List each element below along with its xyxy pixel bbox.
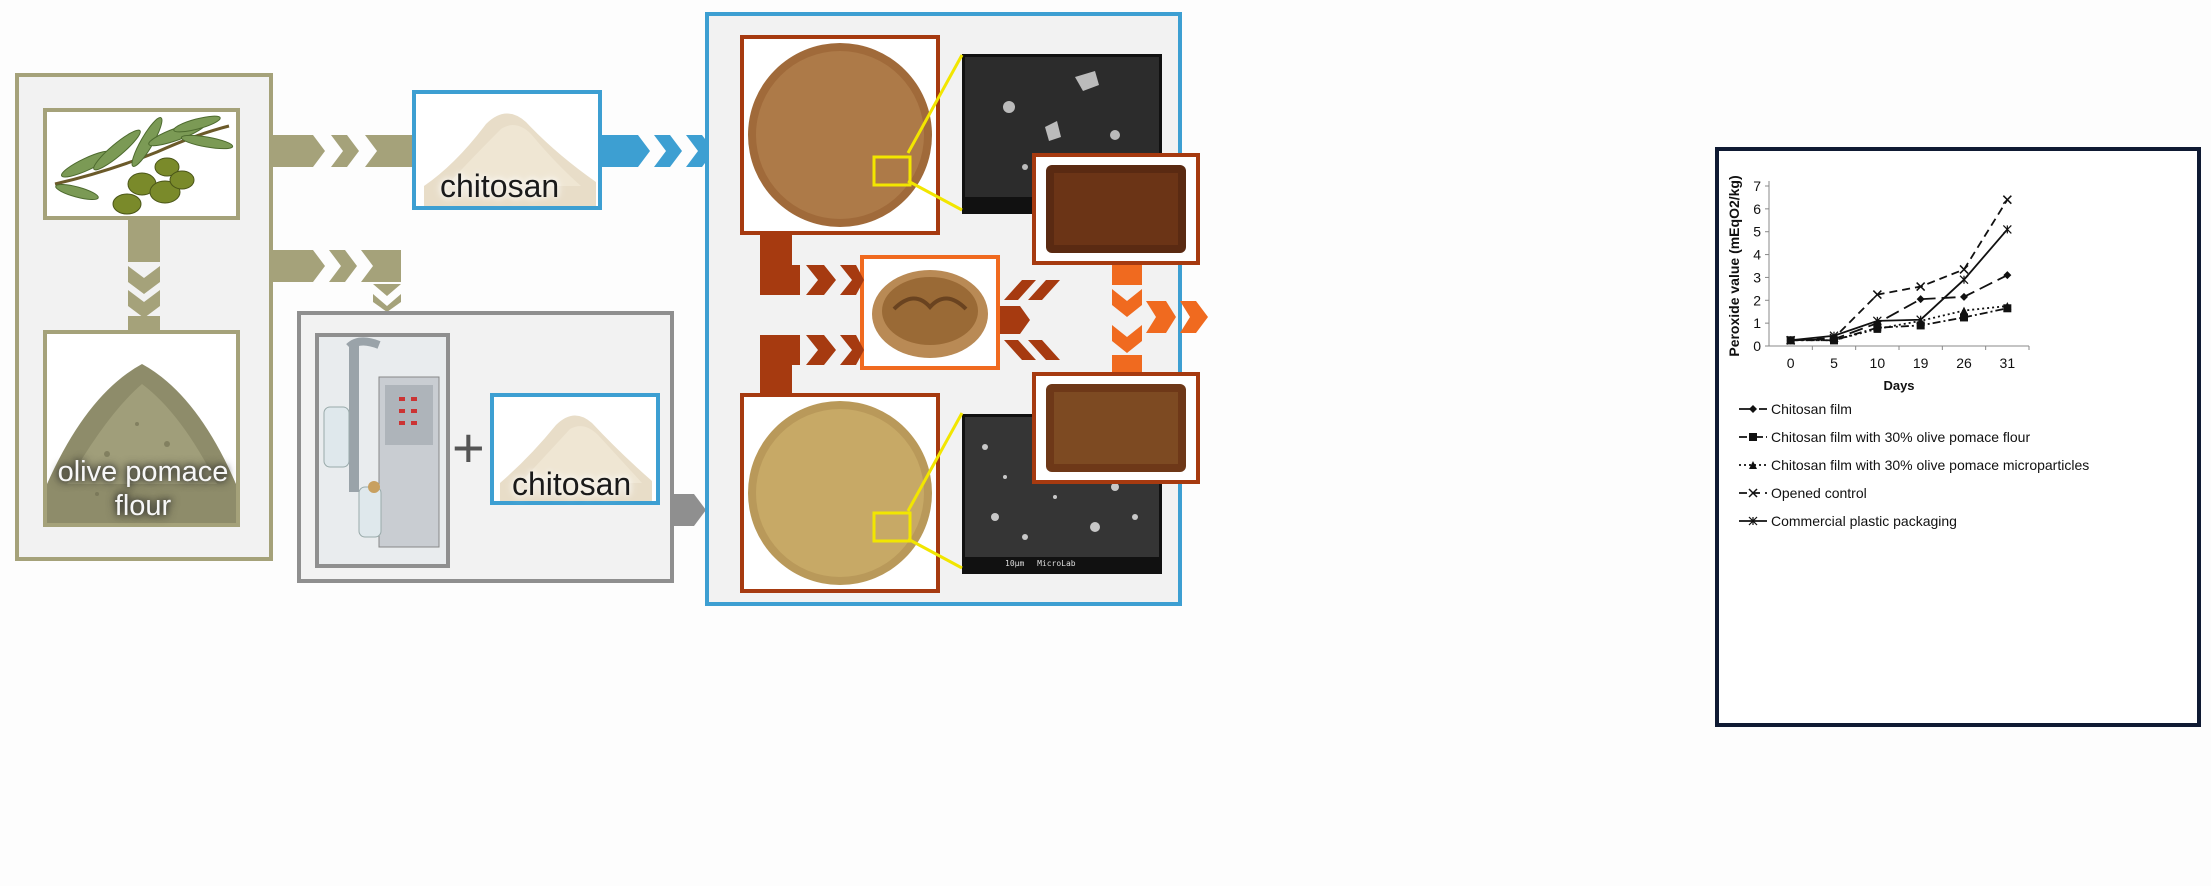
olive-arrow-top <box>273 135 413 167</box>
x-tick-label: 19 <box>1913 355 1929 371</box>
chitosan-label-top: chitosan <box>440 168 560 204</box>
olive-pomace-flour-label: olive pomace flour <box>57 456 229 522</box>
legend-marker-1 <box>1749 405 1757 413</box>
y-tick-label: 4 <box>1753 247 1761 263</box>
series-line-5 <box>1790 228 2009 342</box>
data-point-series-1 <box>1960 292 1968 301</box>
legend-label-3: Chitosan film with 30% olive pomace micr… <box>1771 457 2089 473</box>
series-line-1 <box>1790 274 2008 342</box>
sem-lab-text: MicroLab <box>1037 559 1076 568</box>
olive-arrow-middle <box>273 250 408 312</box>
series-line-3 <box>1790 305 2008 342</box>
data-point-series-1 <box>2003 271 2012 280</box>
chitosan-film-bottom-image <box>740 393 940 593</box>
package-bottom-image <box>1032 372 1200 484</box>
olive-branch-image <box>43 108 240 220</box>
y-tick-label: 0 <box>1753 338 1761 354</box>
legend-marker-2 <box>1749 433 1757 441</box>
data-point-series-3 <box>1960 306 1968 315</box>
x-tick-label: 10 <box>1870 355 1886 371</box>
legend-label-2: Chitosan film with 30% olive pomace flou… <box>1771 429 2030 445</box>
x-tick-label: 5 <box>1830 355 1838 371</box>
chitosan-label-bottom: chitosan <box>512 466 632 502</box>
walnut-image <box>860 255 1000 370</box>
data-point-series-4 <box>1872 290 1882 300</box>
y-tick-label: 1 <box>1753 315 1761 331</box>
x-tick-label: 26 <box>1956 355 1972 371</box>
data-point-series-4 <box>2002 195 2012 205</box>
sem-scale-bar-bottom: 10µm MicroLab <box>965 557 1159 571</box>
brown-connector <box>760 235 864 395</box>
x-tick-label: 0 <box>1787 355 1795 371</box>
data-point-series-2 <box>1916 321 1925 330</box>
y-tick-label: 7 <box>1753 178 1761 194</box>
data-point-series-3 <box>2003 302 2012 310</box>
data-point-series-2 <box>1960 313 1968 322</box>
y-axis-label: Peroxide value (mEqO2/kg) <box>1726 175 1742 356</box>
chitosan-powder-image-top <box>412 90 602 210</box>
series-line-4 <box>1790 199 2009 342</box>
olive-pomace-flour-image <box>43 330 240 527</box>
y-tick-label: 5 <box>1753 224 1761 240</box>
olive-vertical-connector <box>128 220 160 330</box>
legend-marker-4 <box>1748 488 1758 498</box>
legend-marker-3 <box>1749 461 1757 469</box>
chitosan-powder-image-bottom <box>490 393 660 505</box>
plus-sign: + <box>452 416 485 479</box>
data-point-series-3 <box>1830 336 1838 345</box>
brown-split-arrows <box>1000 270 1070 370</box>
zoom-lines-bottom <box>906 412 964 570</box>
zoom-lines-top <box>906 54 964 212</box>
legend-label-5: Commercial plastic packaging <box>1771 513 1957 529</box>
data-point-series-4 <box>1959 264 1969 274</box>
spray-dryer-image <box>315 333 450 568</box>
sem-scale-text: 10µm <box>1005 559 1025 568</box>
orange-arrows <box>1112 265 1212 375</box>
legend-label-1: Chitosan film <box>1771 401 1852 417</box>
x-tick-label: 31 <box>2000 355 2016 371</box>
y-tick-label: 6 <box>1753 201 1761 217</box>
x-axis-label: Days <box>1883 378 1914 393</box>
y-tick-label: 2 <box>1753 292 1761 308</box>
chitosan-film-top-image <box>740 35 940 235</box>
data-point-series-3 <box>1873 324 1882 333</box>
data-point-series-4 <box>1916 282 1926 292</box>
legend-label-4: Opened control <box>1771 485 1867 501</box>
y-tick-label: 3 <box>1753 269 1761 285</box>
package-top-image <box>1032 153 1200 265</box>
data-point-series-1 <box>1916 295 1925 304</box>
